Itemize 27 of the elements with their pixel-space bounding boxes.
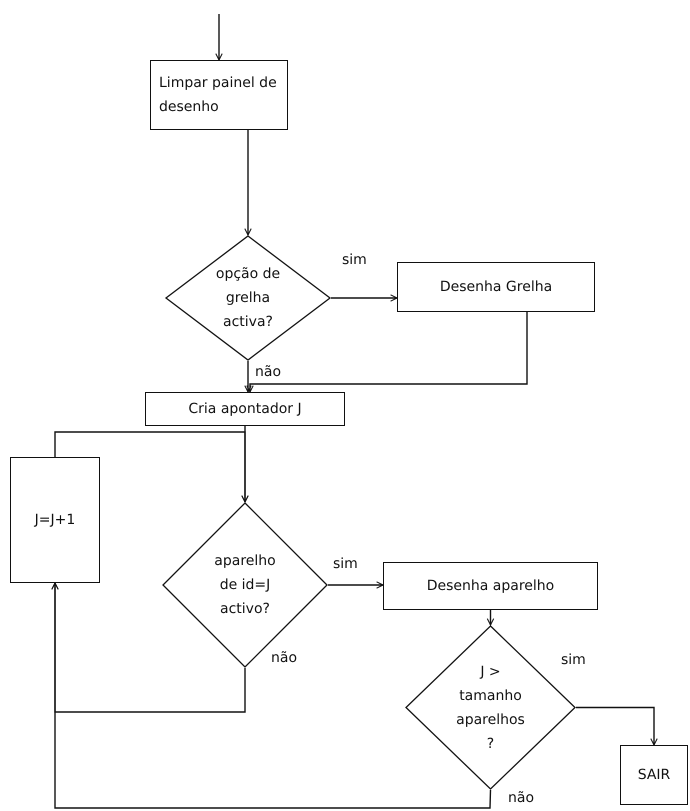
process-box xyxy=(145,392,345,426)
arrow xyxy=(576,706,658,746)
node-label: Desenha Grelha xyxy=(440,278,552,297)
node-label: J > tamanho aparelhos ? xyxy=(455,662,526,754)
arrow xyxy=(244,361,252,393)
node-label: SAIR xyxy=(638,766,670,785)
node-label: aparelho de id=J activo? xyxy=(213,552,277,619)
node-label: opção de grelha activa? xyxy=(214,265,282,332)
process-box xyxy=(620,745,688,805)
node-label: Limpar painel de desenho xyxy=(159,74,278,117)
decision-diamond xyxy=(165,235,331,361)
arrow xyxy=(246,312,528,393)
arrow xyxy=(215,14,223,61)
arrow xyxy=(54,431,249,503)
node-label: Cria apontador J xyxy=(188,400,302,419)
process-box xyxy=(10,457,100,583)
arrow xyxy=(51,582,492,809)
decision-diamond xyxy=(162,502,328,668)
arrow xyxy=(244,130,252,236)
node-label: J=J+1 xyxy=(34,511,76,530)
process-box xyxy=(150,60,288,130)
arrow xyxy=(328,581,384,589)
arrow xyxy=(486,610,494,626)
process-box xyxy=(397,262,595,312)
arrow xyxy=(331,294,398,302)
node-label: Desenha aparelho xyxy=(426,577,554,596)
process-box xyxy=(383,562,598,610)
